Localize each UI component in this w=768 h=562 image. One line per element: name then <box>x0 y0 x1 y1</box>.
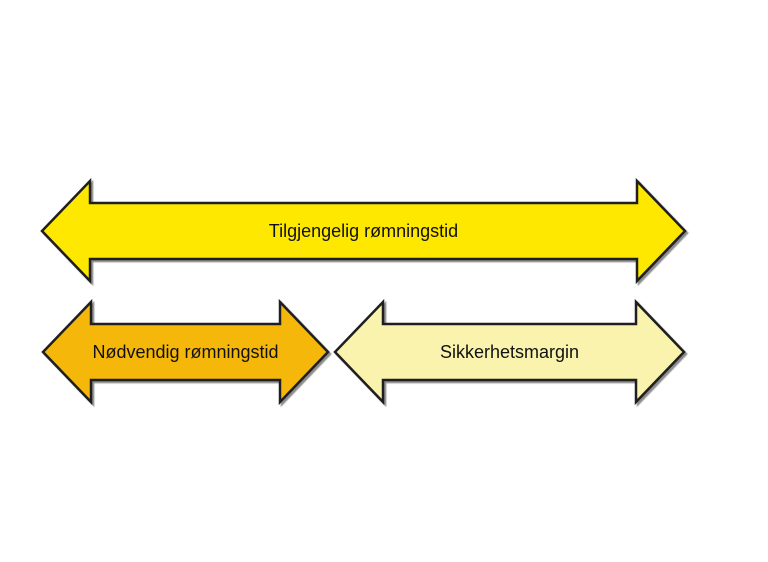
available-time-arrow <box>40 177 687 285</box>
required-time-arrow <box>41 298 330 406</box>
safety-margin-arrow <box>333 298 686 406</box>
